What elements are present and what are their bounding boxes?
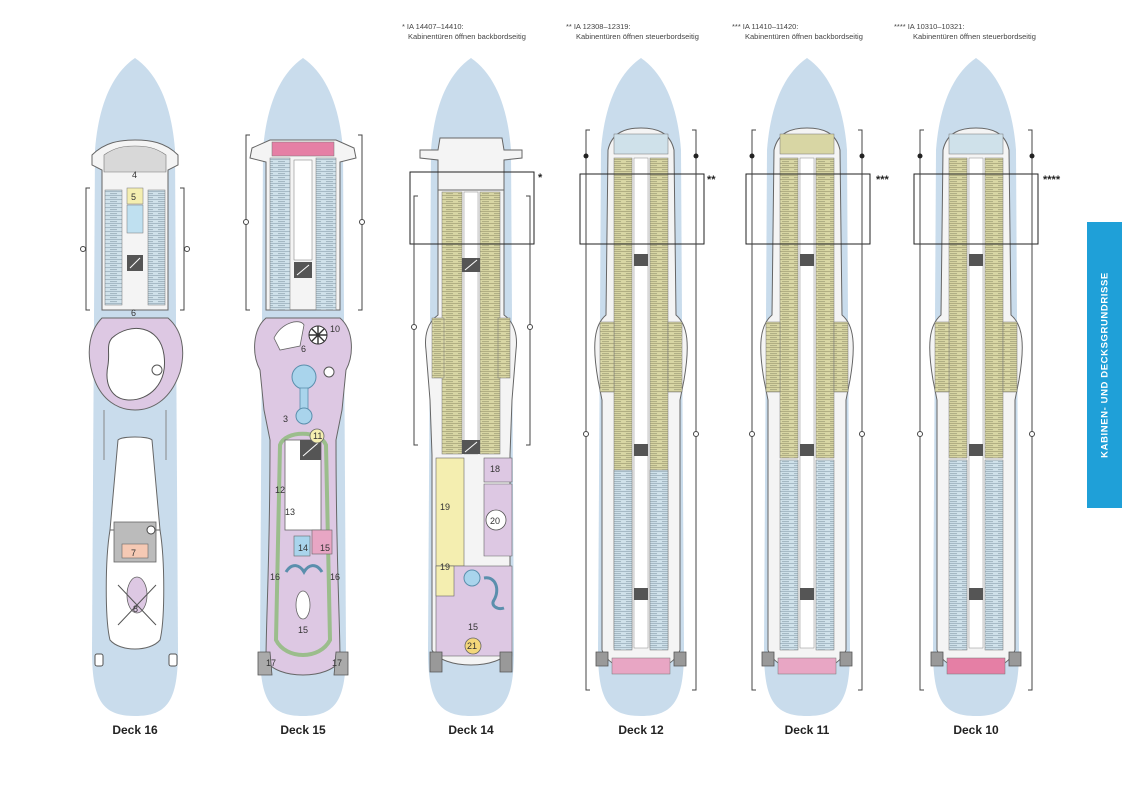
- note-deck12: **IA 12308–12319: Kabinentüren öffnen st…: [566, 22, 736, 42]
- deck11-mark: ***: [876, 174, 890, 186]
- area-number: 13: [285, 507, 295, 517]
- note-deck11: ***IA 11410–11420: Kabinentüren öffnen b…: [732, 22, 902, 42]
- deck14-plan: * 18 19 20 19 15 21: [409, 137, 543, 673]
- area-number: 14: [298, 543, 308, 553]
- area-number: 15: [320, 543, 330, 553]
- note-mark: *: [402, 22, 405, 31]
- area-number: 16: [330, 572, 340, 582]
- note-deck10: ****IA 10310–10321: Kabinentüren öffnen …: [894, 22, 1064, 42]
- water-silhouettes: [92, 58, 1019, 716]
- note-text: Kabinentüren öffnen steuerbordseitig: [576, 32, 699, 41]
- deck10-mark: ****: [1043, 174, 1061, 186]
- area-number: 16: [270, 572, 280, 582]
- note-text: Kabinentüren öffnen steuerbordseitig: [913, 32, 1036, 41]
- area-number: 18: [490, 464, 500, 474]
- note-range: IA 10310–10321:: [907, 22, 965, 31]
- deck12-mark: **: [707, 174, 716, 186]
- section-tab[interactable]: KABINEN- UND DECKSGRUNDRISSE: [1087, 222, 1122, 508]
- deck-label-15: Deck 15: [280, 723, 326, 737]
- deck14-mark: *: [538, 172, 543, 184]
- deck10-plan: ****: [913, 127, 1061, 691]
- area-number: 21: [467, 641, 477, 651]
- area-number: 17: [332, 658, 342, 668]
- note-text: Kabinentüren öffnen backbordseitig: [408, 32, 526, 41]
- area-number: 7: [131, 548, 136, 558]
- note-mark: ***: [732, 22, 741, 31]
- area-number: 5: [131, 192, 136, 202]
- deck-label-12: Deck 12: [618, 723, 664, 737]
- deck16-plan: 4 5 6 7 8: [80, 139, 190, 667]
- area-number: 20: [490, 516, 500, 526]
- note-range: IA 12308–12319:: [573, 22, 631, 31]
- deck-label-10: Deck 10: [953, 723, 999, 737]
- area-number: 12: [275, 485, 285, 495]
- area-number: 6: [301, 344, 306, 354]
- deck-label-16: Deck 16: [112, 723, 158, 737]
- deck12-plan: **: [579, 127, 716, 691]
- deck11-plan: ***: [745, 127, 890, 691]
- area-number: 6: [131, 308, 136, 318]
- area-number: 4: [132, 170, 137, 180]
- area-number: 3: [283, 414, 288, 424]
- area-number: 11: [313, 431, 322, 441]
- deck15-plan: 6 10 3 11 12 13 14 15 16 16 15 17 17: [243, 134, 365, 676]
- note-mark: ****: [894, 22, 906, 31]
- note-mark: **: [566, 22, 572, 31]
- area-number: 8: [133, 604, 138, 614]
- area-number: 19: [440, 502, 450, 512]
- area-number: 15: [468, 622, 478, 632]
- note-text: Kabinentüren öffnen backbordseitig: [745, 32, 863, 41]
- note-range: IA 11410–11420:: [742, 22, 799, 31]
- area-number: 15: [298, 625, 308, 635]
- deck-plans: 4 5 6 7 8: [80, 58, 1061, 716]
- area-number: 10: [330, 324, 340, 334]
- note-deck14: *IA 14407–14410: Kabinentüren öffnen bac…: [402, 22, 572, 42]
- note-range: IA 14407–14410:: [406, 22, 464, 31]
- deck-label-11: Deck 11: [784, 723, 830, 737]
- area-number: 19: [440, 562, 450, 572]
- deck-label-14: Deck 14: [448, 723, 494, 737]
- area-number: 17: [266, 658, 276, 668]
- section-tab-label: KABINEN- UND DECKSGRUNDRISSE: [1099, 272, 1110, 458]
